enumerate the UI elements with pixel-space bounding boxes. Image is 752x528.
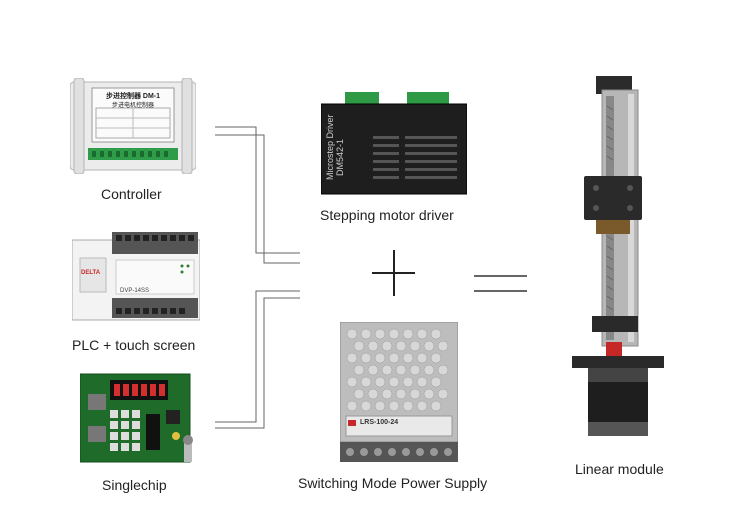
stepping-driver-image: Microstep Driver DM542-1 [320,92,468,196]
driver-device-text: Microstep Driver DM542-1 [325,110,345,180]
controller-module-title: 步进控制器 DM-1 [105,93,161,100]
controller-label: Controller [101,186,162,202]
plus-sign [372,250,415,296]
power-supply-model: LRS-100-24 [360,419,399,426]
driver-device-name: Microstep Driver [325,114,335,180]
controller-module-subtitle: 步进电机控制器 [111,103,154,109]
equals-sign [474,275,527,292]
plc-brand: DELTA [81,270,101,276]
singlechip-image [79,370,208,466]
plc-label: PLC + touch screen [72,337,196,353]
plc-model: DVP-14SS [120,288,150,294]
controller-image: 步进控制器 DM-1 步进电机控制器 [69,77,197,175]
power-supply-label: Switching Mode Power Supply [298,475,488,491]
power-supply-image: LRS-100-24 [339,321,459,462]
singlechip-label: Singlechip [102,477,167,493]
linear-module-label: Linear module [575,461,664,477]
linear-module-image [566,76,670,440]
stepping-driver-label: Stepping motor driver [320,207,454,223]
driver-model: DM542-1 [335,138,345,176]
plc-image: DELTA DVP-14SS [71,232,201,324]
